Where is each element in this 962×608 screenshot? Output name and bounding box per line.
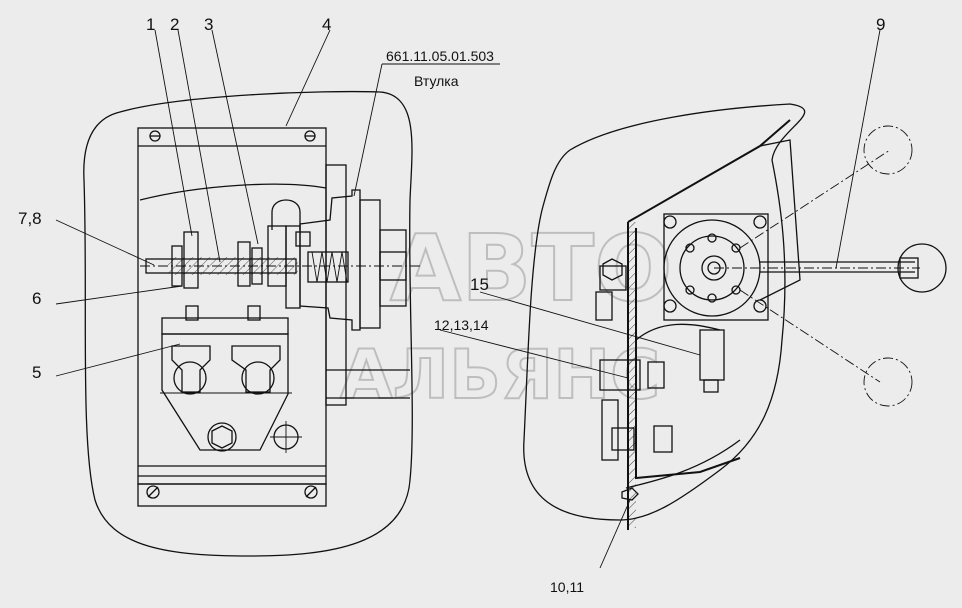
left-view [55,29,500,557]
cab-wall [627,119,791,223]
left-outline [83,90,413,557]
callout-15: 15 [470,275,489,294]
handle-knob [897,243,947,293]
callout-5: 5 [32,363,41,382]
callout-9: 9 [876,15,885,34]
callouts: 1 2 3 4 9 7,8 6 5 15 12,13,14 10,11 661.… [18,15,885,595]
watermark-line2: АЛЬЯНС [340,336,660,415]
part-ref-name: Втулка [414,73,459,89]
callout-10-11: 10,11 [550,579,584,595]
watermark: АВТО АЛЬЯНС [339,214,673,416]
callout-6: 6 [32,289,41,308]
callout-1: 1 [146,15,155,34]
callout-12-13-14: 12,13,14 [434,317,489,333]
callout-7-8: 7,8 [18,209,42,228]
callout-4: 4 [322,15,331,34]
right-view [439,29,947,569]
right-outline [523,103,806,521]
hub-section [299,189,361,331]
callout-3: 3 [204,15,213,34]
callout-2: 2 [170,15,179,34]
part-ref-number: 661.11.05.01.503 [386,48,494,64]
